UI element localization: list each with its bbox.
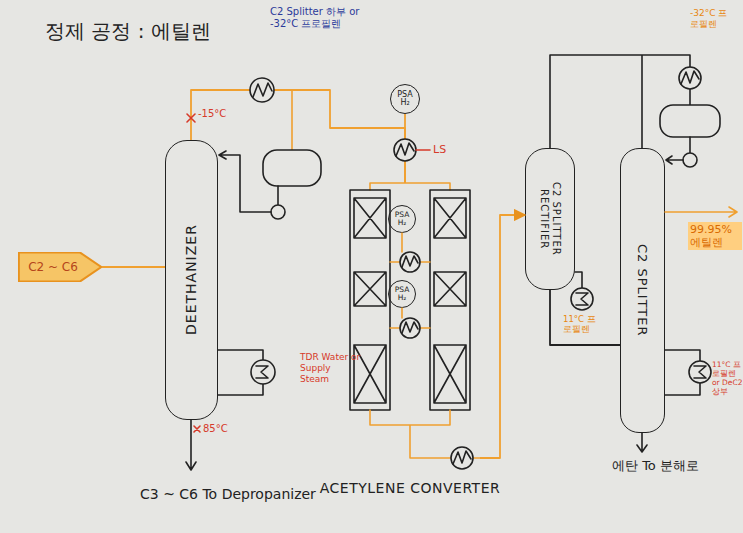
- condenser-symbol: [679, 67, 701, 89]
- node-label: ACETYLENE CONVERTER: [320, 480, 501, 496]
- condenser-symbol: [250, 78, 274, 102]
- reactor-vessel: [430, 190, 470, 410]
- reboiler-symbol: [571, 288, 593, 310]
- heater-symbol: [396, 143, 414, 156]
- bottoms-line: [186, 420, 196, 470]
- condenser-symbol: [253, 83, 272, 97]
- process-stream: [404, 114, 406, 183]
- reboiler-line: [575, 272, 582, 288]
- bottoms-line: [637, 433, 647, 452]
- condenser-symbol: [681, 71, 699, 84]
- catalyst-bed: [354, 198, 386, 403]
- annotation-label: C2 Splitter 하부 or -32°C 프로필렌: [270, 6, 365, 30]
- node-label: PSA H₂: [390, 211, 414, 227]
- intercooler-symbol: [402, 256, 418, 267]
- reflux-line: [277, 186, 279, 205]
- column-vessel: C2 SPLITTER RECTIFIER: [525, 148, 575, 290]
- steam-line: [416, 149, 430, 151]
- intercooler-symbol: [400, 318, 420, 338]
- diagram-title: 정제 공정 : 에틸렌: [45, 18, 211, 45]
- pump-symbol: [683, 153, 697, 167]
- reflux-drum: [263, 150, 321, 186]
- process-line: [370, 183, 450, 190]
- product-line: [665, 207, 737, 217]
- annotation-label: C3 ~ C6 To Depropanizer: [140, 486, 316, 503]
- reboiler-line: [665, 350, 700, 395]
- node-label: C2 ~ C6: [28, 260, 78, 274]
- feed-arrow: C2 ~ C6: [18, 252, 102, 282]
- utility-circle: PSA H₂: [388, 205, 416, 233]
- process-stream: [480, 215, 525, 458]
- process-line: [291, 90, 293, 150]
- annotation-label: -32°C 프로필렌: [690, 8, 732, 30]
- utility-circle: PSA H₂: [390, 84, 420, 114]
- cooler-symbol: [451, 447, 473, 469]
- reactor-vessel: [350, 190, 390, 410]
- temperature-mark: [194, 426, 200, 432]
- reboiler-symbol: [256, 366, 268, 378]
- annotation-label: LS: [433, 143, 446, 156]
- annotation-label: -15°C: [198, 108, 226, 120]
- intercooler-symbol: [402, 322, 418, 333]
- temperature-mark: [187, 114, 195, 122]
- annotation-label: 85°C: [203, 423, 228, 435]
- overhead-line: [550, 55, 690, 148]
- process-stream: [102, 266, 165, 268]
- pump-symbol: [271, 205, 285, 219]
- utility-circle: PSA H₂: [388, 280, 416, 308]
- process-line: [370, 410, 480, 458]
- reflux-line: [689, 137, 691, 153]
- column-vessel: DEETHANIZER: [165, 140, 218, 420]
- reflux-line: [666, 156, 683, 164]
- node-label: C2 SPLITTER: [635, 155, 651, 426]
- annotation-label: 11°C 프로필렌 or DeC2 상부: [712, 360, 743, 396]
- intercooler-symbol: [400, 252, 420, 272]
- reboiler-line: [218, 350, 263, 395]
- node-label: PSA H₂: [392, 91, 418, 108]
- node-label: PSA H₂: [390, 286, 414, 302]
- reboiler-symbol: [251, 360, 275, 384]
- catalyst-bed: [434, 198, 466, 403]
- feed-arrow-outline: [19, 253, 101, 282]
- reboiler-symbol: [694, 366, 706, 378]
- reactor-group: ACETYLENE CONVERTERPSA H₂PSA H₂: [340, 183, 480, 500]
- cooler-symbol: [453, 451, 471, 464]
- reboiler-symbol: [576, 293, 588, 305]
- heater-symbol: [394, 139, 416, 161]
- node-label: C2 SPLITTER RECTIFIER: [538, 155, 562, 283]
- annotation-label: 99.95% 에틸렌: [688, 222, 742, 250]
- node-label: DEETHANIZER: [183, 147, 200, 413]
- annotation-label: 에탄 To 분해로: [612, 458, 699, 474]
- reflux-drum: [660, 105, 720, 137]
- process-stream: [191, 90, 405, 183]
- reboiler-symbol: [689, 361, 711, 383]
- reflux-line: [219, 151, 271, 212]
- column-vessel: C2 SPLITTER: [620, 148, 665, 433]
- process-stream: [550, 290, 620, 345]
- annotation-label: 11°C 프로필렌: [563, 314, 603, 334]
- annotation-label: TDR Water or Supply Steam: [300, 352, 362, 384]
